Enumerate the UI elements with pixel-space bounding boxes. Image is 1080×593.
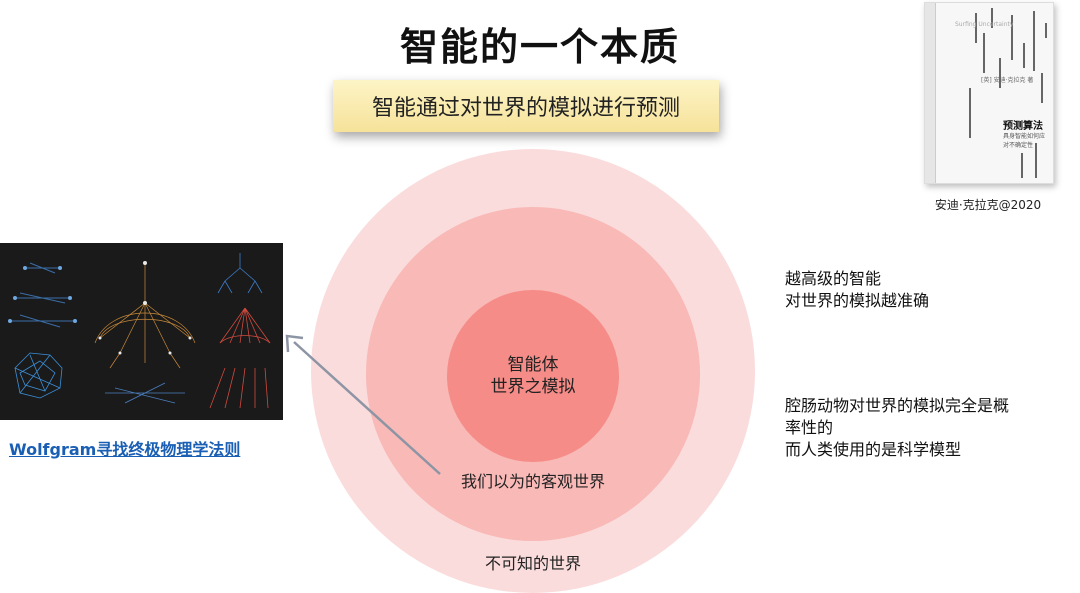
book-stripe xyxy=(1011,15,1013,60)
note-line: 对世界的模拟越准确 xyxy=(785,291,930,310)
note-line: 越高级的智能 xyxy=(785,269,882,288)
book-stripe xyxy=(969,88,971,138)
book-stripe xyxy=(991,8,993,28)
banner-text: 智能通过对世界的模拟进行预测 xyxy=(371,96,680,121)
inner-circle-agent xyxy=(447,290,619,462)
middle-circle-label: 我们以为的客观世界 xyxy=(460,472,605,491)
book-title: 预测算法 xyxy=(1003,121,1043,132)
book-stripe xyxy=(1035,143,1037,178)
book-stripe xyxy=(1033,11,1035,71)
book-stripe xyxy=(1045,23,1047,38)
book-english-subtitle: Surfing Uncertainty xyxy=(955,21,1014,28)
wolfram-graph-thumbnail xyxy=(0,243,283,420)
note-block-comparison: 腔肠动物对世界的模拟完全是概 率性的 而人类使用的是科学模型 xyxy=(785,395,1055,461)
book-stripe xyxy=(1041,73,1043,103)
wolfram-link[interactable]: Wolfgram寻找终极物理学法则 xyxy=(9,440,241,459)
book-stripe xyxy=(999,58,1001,88)
inner-circle-label: 智能体 世界之模拟 xyxy=(447,290,619,462)
outer-circle-label: 不可知的世界 xyxy=(484,554,581,573)
inner-label-line2: 世界之模拟 xyxy=(490,377,576,397)
note-line: 腔肠动物对世界的模拟完全是概 xyxy=(785,396,1010,415)
banner-callout: 智能通过对世界的模拟进行预测 xyxy=(333,80,719,132)
note-line: 率性的 xyxy=(785,418,834,437)
graph-illustration xyxy=(8,253,271,409)
note-block-intelligence: 越高级的智能 对世界的模拟越准确 xyxy=(785,268,929,312)
book-stripe xyxy=(983,33,985,73)
note-line: 而人类使用的是科学模型 xyxy=(785,440,962,459)
book-stripe xyxy=(975,13,977,43)
book-cover-image: Surfing Uncertainty [英] 安迪·克拉克 著 预测算法 具身… xyxy=(924,2,1054,184)
book-spine xyxy=(925,3,936,183)
book-caption: 安迪·克拉克@2020 xyxy=(934,198,1042,212)
book-authors: [英] 安迪·克拉克 著 xyxy=(981,77,1034,84)
slide-title: 智能的一个本质 xyxy=(399,25,680,69)
book-stripe xyxy=(1021,153,1023,178)
inner-label-line1: 智能体 xyxy=(507,355,559,375)
book-tagline: 具身智能如何应对不确定性 xyxy=(1003,133,1046,149)
book-stripe xyxy=(1023,43,1025,68)
